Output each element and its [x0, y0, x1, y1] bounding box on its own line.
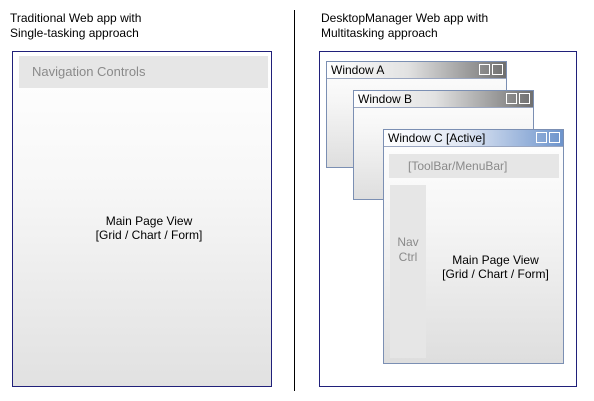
left-caption: Traditional Web app with Single-tasking … — [10, 11, 142, 40]
divider-line — [294, 10, 295, 391]
window-c-close-icon[interactable] — [549, 132, 560, 143]
toolbar-menubar[interactable]: [ToolBar/MenuBar] — [389, 154, 559, 178]
window-b-close-icon[interactable] — [519, 93, 530, 104]
window-a-titlebar[interactable]: Window A — [327, 62, 506, 79]
window-a-maximize-icon[interactable] — [479, 64, 490, 75]
window-c-maximize-icon[interactable] — [536, 132, 547, 143]
window-b-maximize-icon[interactable] — [506, 93, 517, 104]
window-a-close-icon[interactable] — [492, 64, 503, 75]
window-c-main-page-view-label: Main Page View [Grid / Chart / Form] — [442, 253, 549, 281]
nav-ctrl-panel[interactable]: Nav Ctrl — [390, 185, 426, 358]
main-page-view-label: Main Page View [Grid / Chart / Form] — [95, 214, 203, 242]
window-c-title: Window C [Active] — [388, 131, 486, 145]
window-b-titlebar[interactable]: Window B — [354, 91, 533, 108]
navigation-controls-bar: Navigation Controls — [19, 56, 268, 88]
traditional-app-frame: Navigation Controls Main Page View [Grid… — [12, 51, 272, 387]
window-a-title: Window A — [331, 63, 385, 77]
window-c-active[interactable]: Window C [Active] [ToolBar/MenuBar] Nav … — [383, 129, 564, 364]
window-c-titlebar[interactable]: Window C [Active] — [384, 130, 563, 147]
right-caption: DesktopManager Web app with Multitasking… — [321, 11, 489, 40]
window-b-title: Window B — [358, 92, 413, 106]
